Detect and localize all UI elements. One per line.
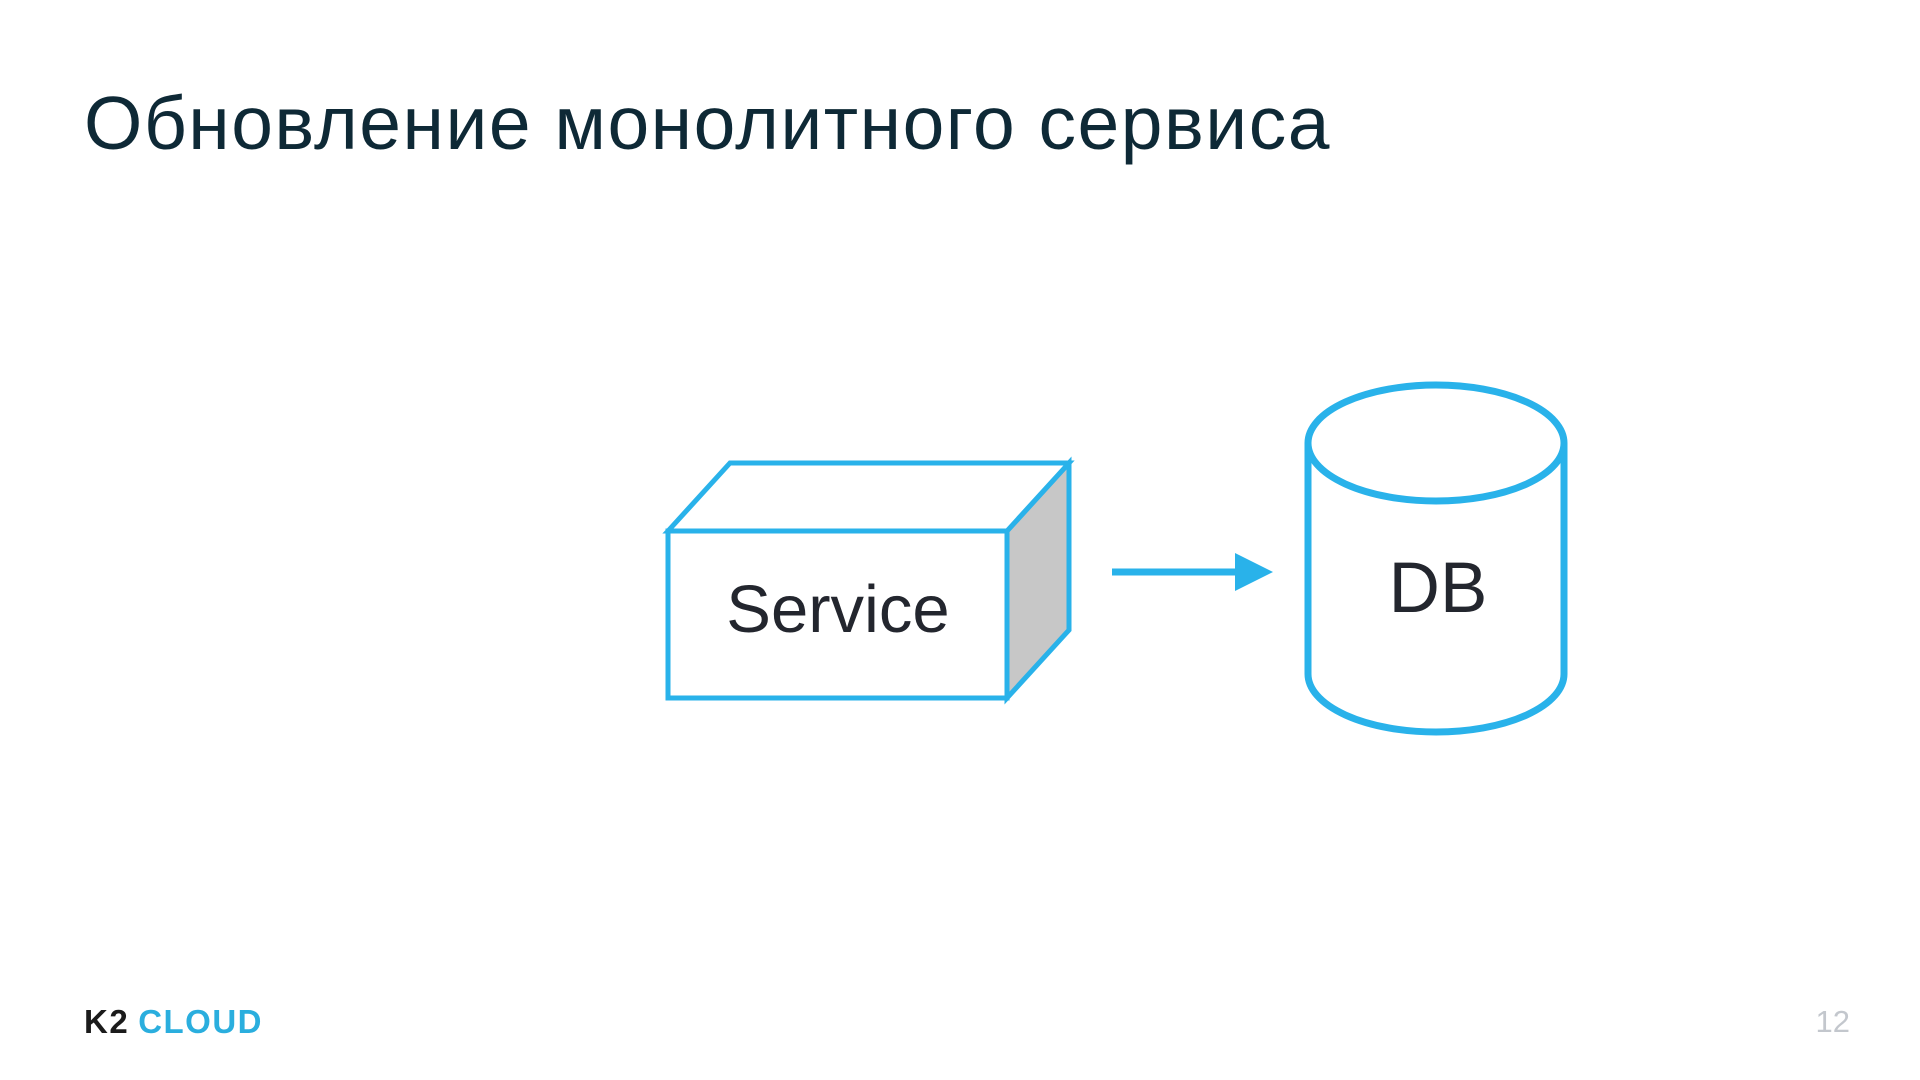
db-cylinder-body	[1304, 443, 1568, 736]
flow-arrow-icon	[1112, 553, 1273, 591]
service-box: Service	[662, 456, 1075, 705]
service-box-top-face	[662, 460, 1075, 534]
service-box-front-face	[665, 528, 1010, 701]
logo-cloud-text: CLOUD	[138, 1003, 264, 1040]
page-number: 12	[1815, 1004, 1850, 1039]
service-box-label: Service	[726, 572, 949, 647]
db-cylinder-icon: DB	[1304, 381, 1568, 736]
db-cylinder-label: DB	[1389, 549, 1488, 628]
arrow-head	[1235, 553, 1273, 591]
logo-k2-text: K2	[84, 1003, 130, 1040]
db-cylinder-top-ellipse	[1304, 381, 1568, 505]
slide-title: Обновление монолитного сервиса	[84, 81, 1331, 165]
